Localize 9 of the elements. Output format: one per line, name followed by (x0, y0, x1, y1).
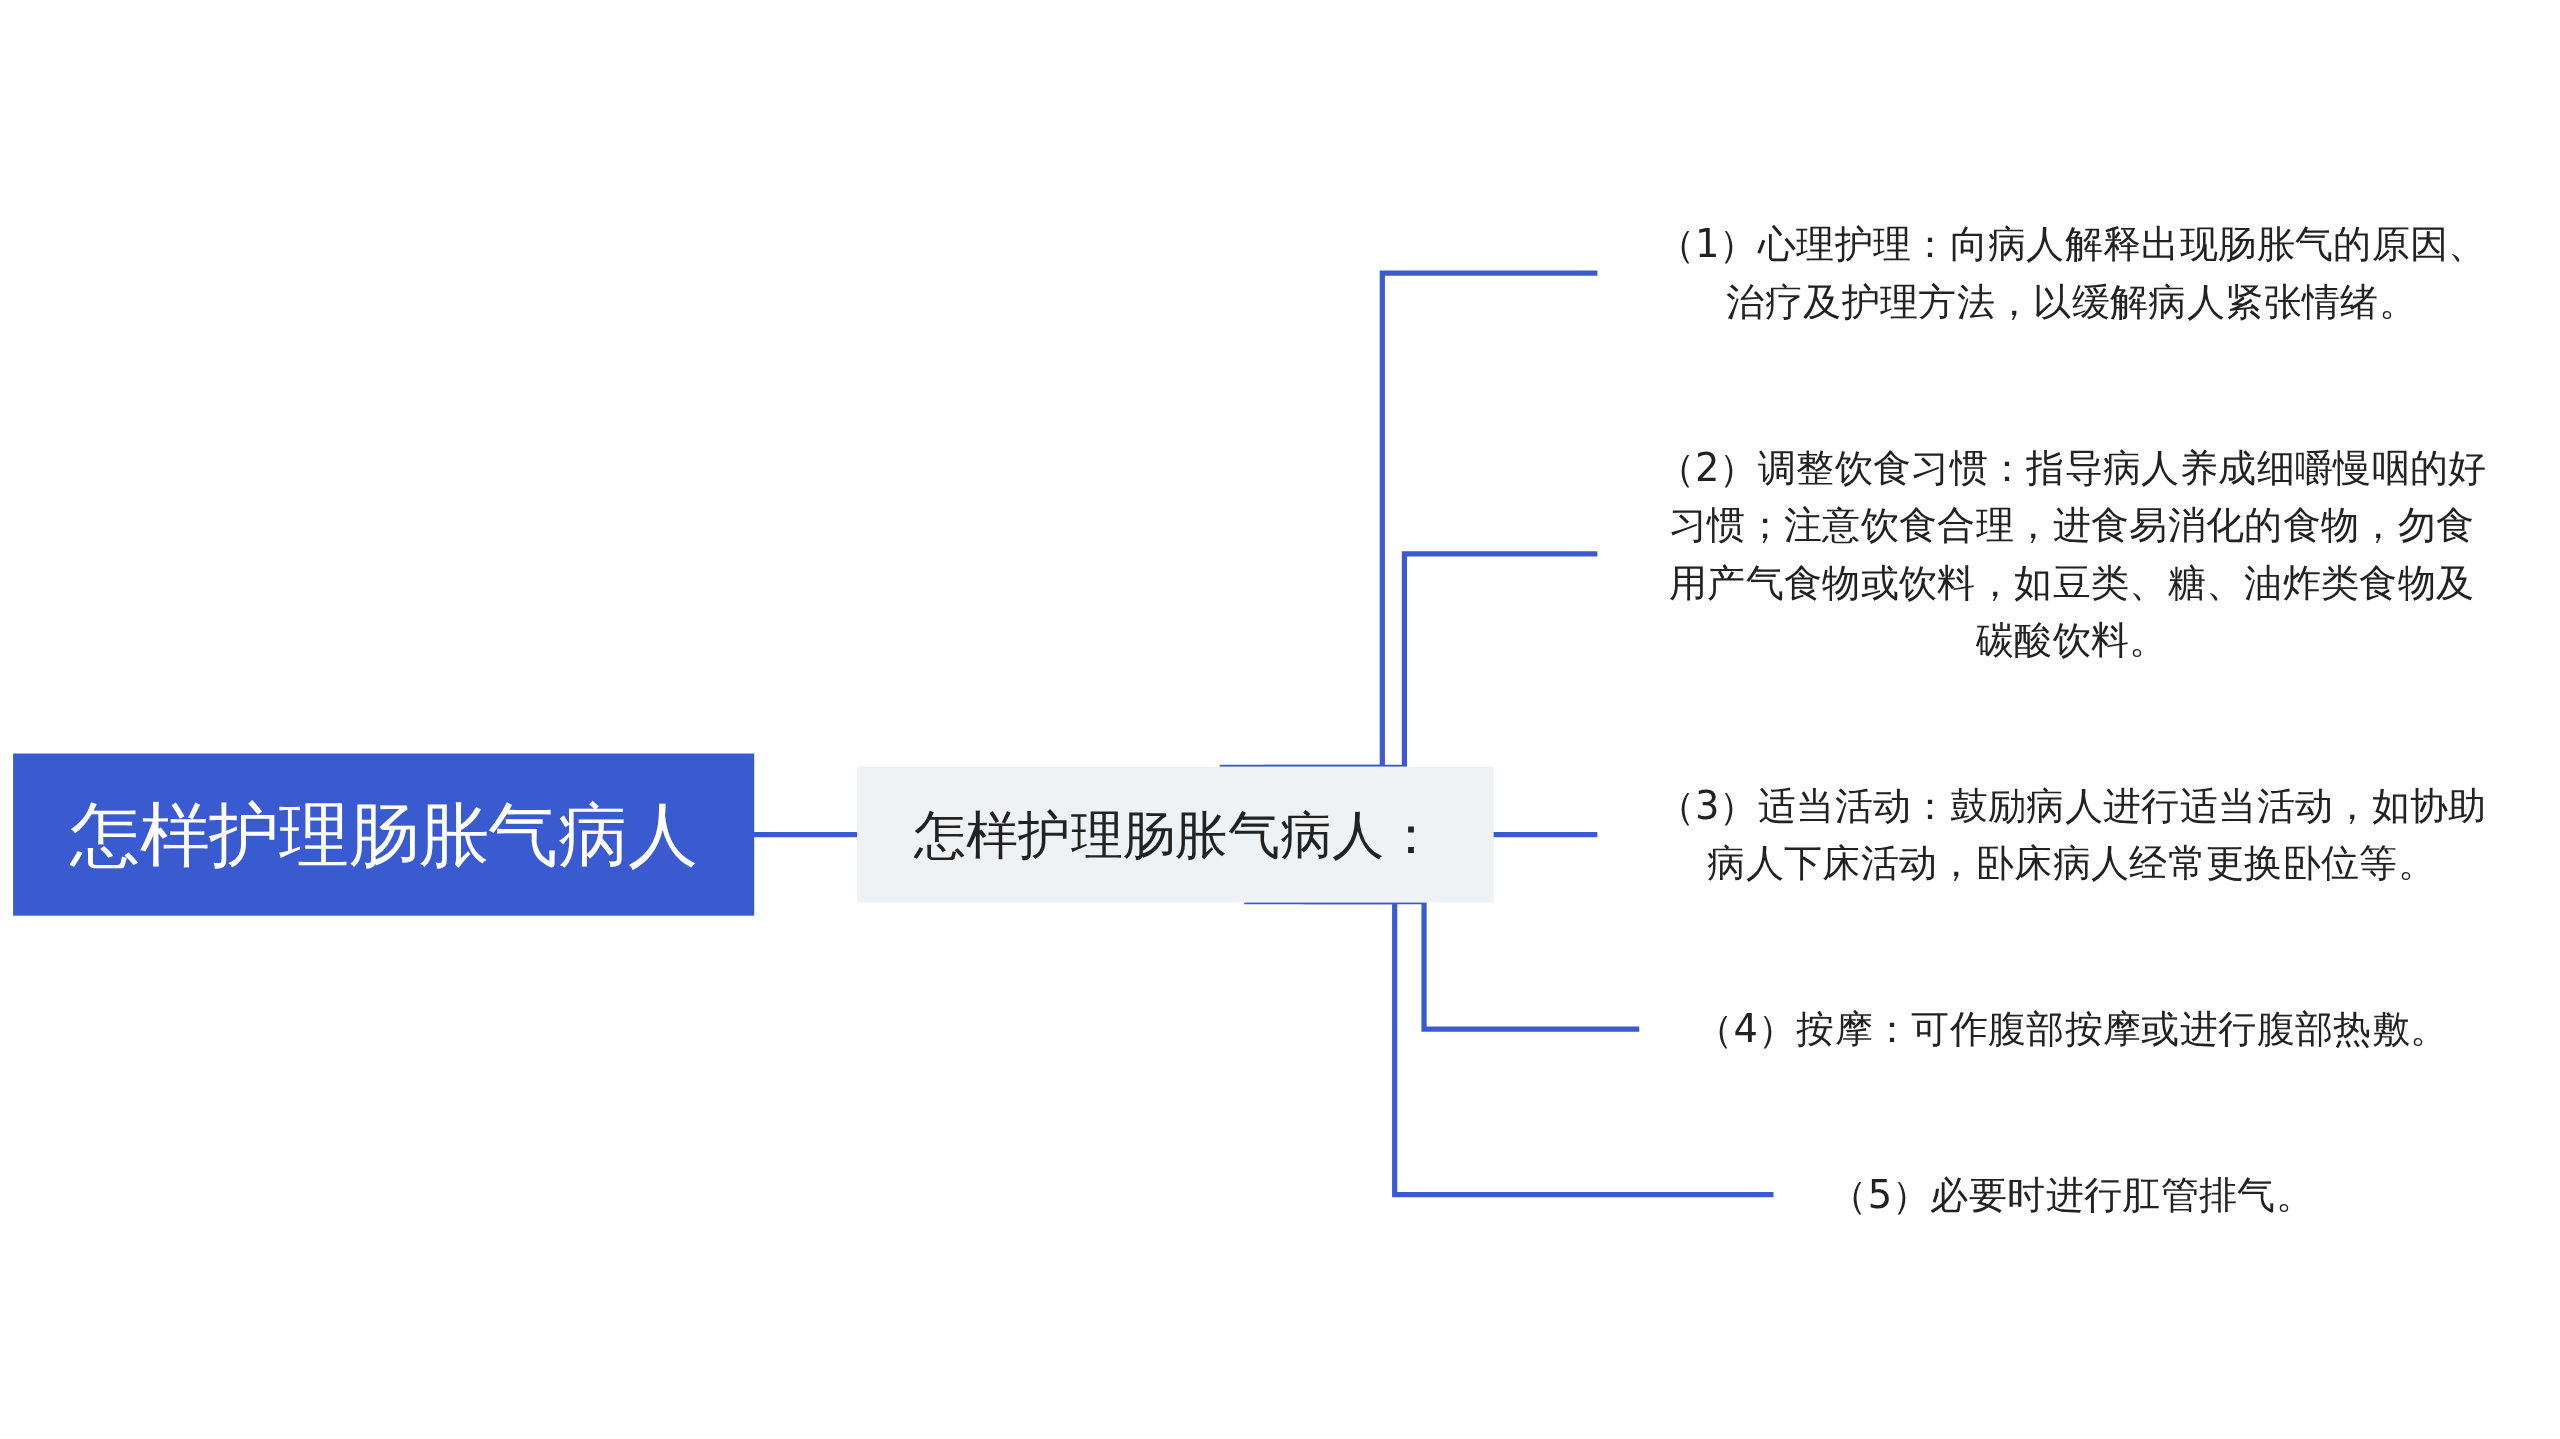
node-text: （3）适当活动：鼓励病人进行适当活动，如协助病人下床活动，卧床病人经常更换卧位等。 (1656, 784, 2487, 886)
node-box: 怎样护理肠胀气病人： (857, 766, 1494, 903)
node-text: （2）调整饮食习惯：指导病人养成细嚼慢咽的好习惯；注意饮食合理，进食易消化的食物，勿食用产气食物或饮料，如豆类、糖、油炸类食物及碳酸饮料。 (1656, 445, 2487, 662)
node-text: （4）按摩：可作腹部按摩或进行腹部热敷。 (1695, 1007, 2449, 1051)
connector (753, 832, 858, 838)
connector (1492, 832, 1598, 838)
node-text: （1）心理护理：向病人解释出现肠胀气的原因、治疗及护理方法，以缓解病人紧张情绪。 (1656, 222, 2487, 324)
node-text: （5）必要时进行肛管排气。 (1829, 1172, 2315, 1217)
node-box: 怎样护理肠胀气病人 (13, 753, 755, 916)
